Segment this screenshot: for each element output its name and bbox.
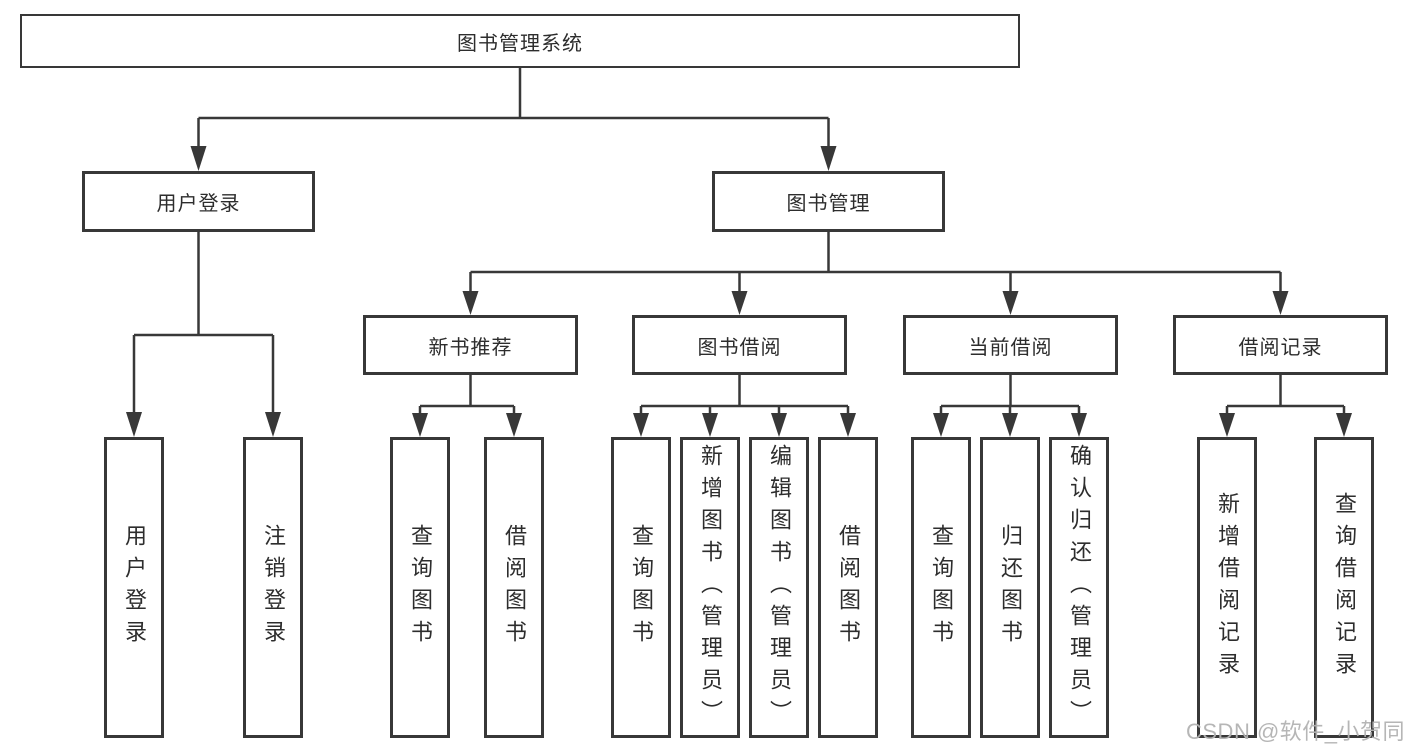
leaf-label: 借阅图书 bbox=[502, 523, 527, 652]
leaf-label: 注销登录 bbox=[261, 523, 286, 652]
node-label: 图书借阅 bbox=[697, 336, 782, 359]
node-new-book-recommend: 新书推荐 bbox=[363, 315, 578, 375]
leaf-label: 查询图书 bbox=[408, 523, 433, 652]
leaf-return-books: 归还图书 bbox=[980, 437, 1040, 738]
leaf-label: 用户登录 bbox=[122, 523, 147, 652]
leaf-add-book-admin: 新增图书（管理员） bbox=[680, 437, 740, 738]
leaf-label: 归还图书 bbox=[998, 523, 1023, 652]
leaf-label: 查询图书 bbox=[929, 523, 954, 652]
leaf-logout-login: 注销登录 bbox=[243, 437, 303, 738]
node-label: 当前借阅 bbox=[968, 336, 1053, 359]
node-label: 借阅记录 bbox=[1238, 336, 1323, 359]
leaf-query-borrow-record: 查询借阅记录 bbox=[1314, 437, 1374, 738]
leaf-confirm-return-admin: 确认归还（管理员） bbox=[1049, 437, 1109, 738]
leaf-borrow-books-recommend: 借阅图书 bbox=[484, 437, 544, 738]
node-user-login: 用户登录 bbox=[82, 171, 315, 232]
leaf-edit-book-admin: 编辑图书（管理员） bbox=[749, 437, 809, 738]
node-current-borrow: 当前借阅 bbox=[903, 315, 1118, 375]
node-book-management: 图书管理 bbox=[712, 171, 945, 232]
node-label: 用户登录 bbox=[156, 193, 241, 215]
leaf-label: 查询图书 bbox=[629, 523, 654, 652]
leaf-query-books-borrow: 查询图书 bbox=[611, 437, 671, 738]
node-library-management-system: 图书管理系统 bbox=[20, 14, 1020, 68]
node-label: 新书推荐 bbox=[428, 336, 513, 359]
node-label: 图书管理 bbox=[786, 193, 871, 215]
leaf-label: 确认归还（管理员） bbox=[1067, 443, 1092, 732]
node-borrow-records: 借阅记录 bbox=[1173, 315, 1388, 375]
leaf-query-books-current: 查询图书 bbox=[911, 437, 971, 738]
leaf-label: 新增借阅记录 bbox=[1215, 491, 1240, 684]
leaf-borrow-books: 借阅图书 bbox=[818, 437, 878, 738]
leaf-label: 借阅图书 bbox=[836, 523, 861, 652]
leaf-query-books-recommend: 查询图书 bbox=[390, 437, 450, 738]
leaf-add-borrow-record: 新增借阅记录 bbox=[1197, 437, 1257, 738]
arrowheads bbox=[126, 146, 1352, 437]
watermark: CSDN @软件_小贺同学 bbox=[1186, 719, 1405, 744]
leaf-user-login: 用户登录 bbox=[104, 437, 164, 738]
leaf-label: 新增图书（管理员） bbox=[698, 443, 723, 732]
leaf-label: 编辑图书（管理员） bbox=[767, 443, 792, 732]
leaf-label: 查询借阅记录 bbox=[1332, 491, 1357, 684]
node-label: 图书管理系统 bbox=[457, 32, 583, 55]
node-book-borrow: 图书借阅 bbox=[632, 315, 847, 375]
